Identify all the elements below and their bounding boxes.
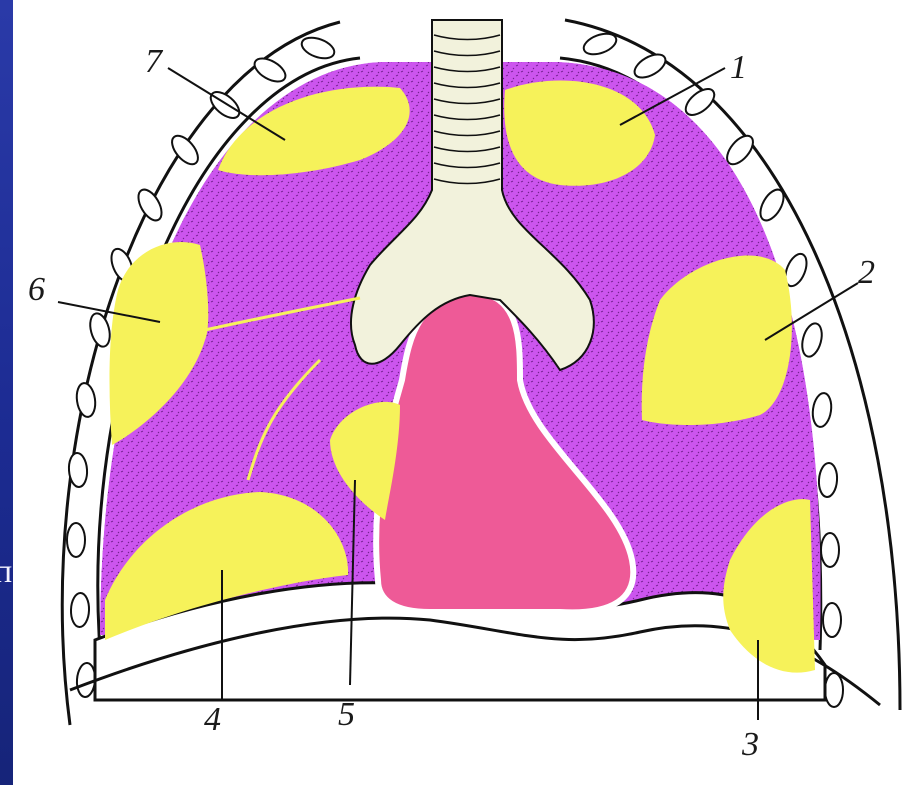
label-2: 2 [858,254,875,291]
rib-segment [70,593,89,628]
label-1: 1 [730,49,747,86]
rib-segment [821,533,839,567]
rib-segment [823,603,841,637]
rib-segment [67,523,85,557]
label-7: 7 [145,43,164,80]
label-3: 3 [741,726,759,763]
rib-segment [825,673,843,707]
label-6: 6 [28,271,45,308]
label-4: 4 [204,701,221,738]
label-5: 5 [338,696,355,733]
